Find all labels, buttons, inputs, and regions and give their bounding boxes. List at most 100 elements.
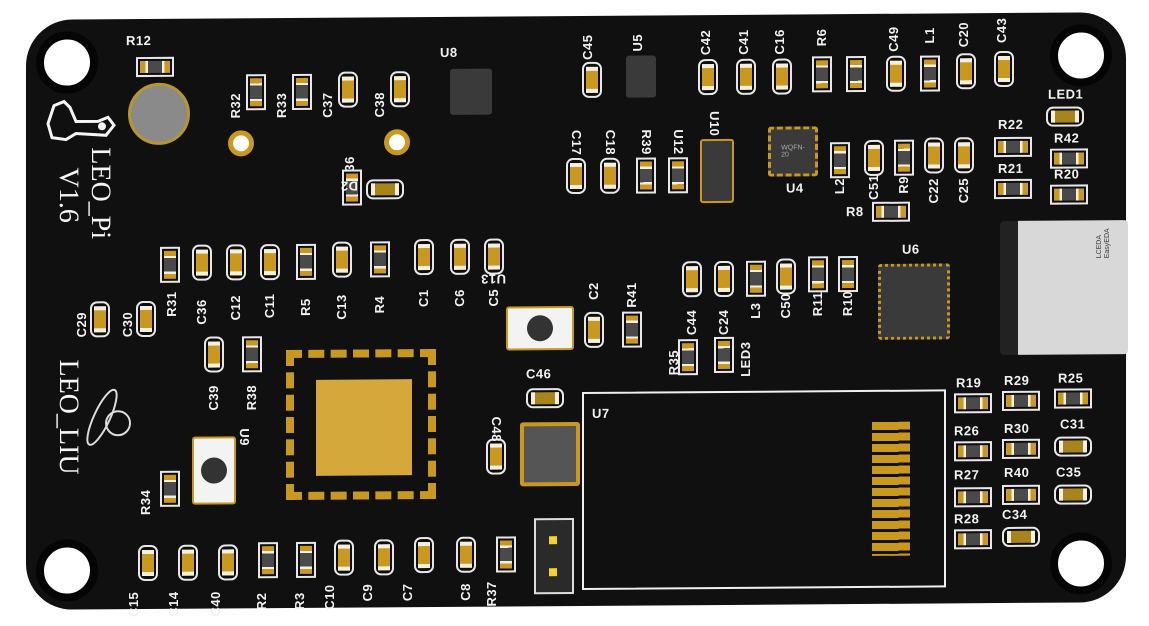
pin-header[interactable] bbox=[534, 518, 574, 595]
resistor-r12[interactable] bbox=[136, 56, 174, 78]
capacitor-c31[interactable] bbox=[1054, 436, 1092, 457]
capacitor-c34[interactable] bbox=[1002, 526, 1040, 548]
resistor-r21[interactable] bbox=[994, 178, 1032, 200]
capacitor-c36[interactable] bbox=[192, 244, 212, 281]
chip-u10[interactable] bbox=[700, 138, 734, 204]
ref-u7: U7 bbox=[592, 405, 610, 421]
resistor-r3[interactable] bbox=[296, 541, 316, 578]
led-d2[interactable] bbox=[366, 179, 404, 200]
resistor-r41[interactable] bbox=[622, 311, 642, 348]
resistor-r25[interactable] bbox=[1054, 388, 1092, 409]
inductor-l1[interactable] bbox=[920, 55, 940, 92]
capacitor-c17[interactable] bbox=[566, 157, 586, 195]
inductor-l3[interactable] bbox=[746, 260, 766, 297]
resistor-r28[interactable] bbox=[954, 529, 992, 550]
ref-c5: C5 bbox=[486, 288, 501, 307]
ref-c38: C38 bbox=[372, 91, 387, 118]
capacitor-c5[interactable] bbox=[484, 238, 504, 275]
resistor-r32[interactable] bbox=[246, 74, 266, 111]
mcu-chip[interactable] bbox=[286, 348, 436, 501]
capacitor-c44[interactable] bbox=[682, 261, 702, 298]
capacitor-c46[interactable] bbox=[526, 388, 564, 409]
capacitor-c14[interactable] bbox=[178, 544, 198, 581]
ref-c1: C1 bbox=[416, 289, 431, 308]
capacitor-c51[interactable] bbox=[864, 139, 884, 176]
capacitor-c18[interactable] bbox=[600, 157, 620, 194]
resistor-r2[interactable] bbox=[258, 542, 278, 579]
button-u9[interactable] bbox=[192, 436, 236, 505]
capacitor-c40[interactable] bbox=[218, 544, 238, 581]
capacitor-c8[interactable] bbox=[456, 536, 476, 573]
capacitor-c22[interactable] bbox=[924, 137, 944, 174]
resistor-r8[interactable] bbox=[872, 201, 910, 222]
resistor-r20[interactable] bbox=[1050, 184, 1088, 205]
resistor-r38[interactable] bbox=[242, 336, 262, 373]
resistor-r26[interactable] bbox=[954, 441, 992, 462]
capacitor-c6[interactable] bbox=[450, 238, 470, 275]
resistor-r27[interactable] bbox=[954, 487, 992, 508]
capacitor-c9[interactable] bbox=[374, 539, 394, 576]
capacitor-c13[interactable] bbox=[332, 241, 352, 278]
resistor-r10[interactable] bbox=[838, 256, 858, 293]
capacitor-c45[interactable] bbox=[582, 61, 602, 98]
capacitor-c25[interactable] bbox=[954, 137, 974, 174]
resistor-r29[interactable] bbox=[1002, 390, 1040, 412]
capacitor-c2[interactable] bbox=[584, 311, 604, 348]
capacitor-c50[interactable] bbox=[776, 258, 796, 295]
capacitor-c41[interactable] bbox=[736, 58, 756, 95]
led-led1[interactable] bbox=[1046, 106, 1084, 127]
capacitor-c24[interactable] bbox=[714, 260, 734, 298]
crystal[interactable] bbox=[520, 421, 580, 487]
inductor-l2[interactable] bbox=[830, 142, 850, 179]
capacitor-c16[interactable] bbox=[772, 58, 792, 95]
capacitor-c30[interactable] bbox=[136, 300, 156, 338]
button-u13[interactable] bbox=[506, 306, 574, 351]
resistor-r11[interactable] bbox=[808, 256, 828, 293]
resistor-r35[interactable] bbox=[678, 339, 698, 376]
resistor-r5[interactable] bbox=[296, 243, 316, 280]
resistor-r39[interactable] bbox=[636, 157, 656, 194]
resistor-unlabeled[interactable] bbox=[846, 55, 866, 93]
ref-r5: R5 bbox=[298, 298, 313, 316]
capacitor-c12[interactable] bbox=[226, 244, 246, 281]
chip-u12[interactable] bbox=[668, 157, 688, 194]
led-led3[interactable] bbox=[714, 336, 734, 374]
capacitor-c1[interactable] bbox=[414, 238, 434, 276]
resistor-r37[interactable] bbox=[496, 536, 516, 573]
capacitor-c11[interactable] bbox=[260, 244, 280, 281]
chip-u6[interactable] bbox=[878, 263, 950, 340]
resistor-r19[interactable] bbox=[954, 393, 992, 414]
resistor-r40[interactable] bbox=[1002, 484, 1040, 506]
chip-u8[interactable] bbox=[450, 68, 492, 115]
capacitor-c29[interactable] bbox=[90, 301, 110, 338]
chip-u5[interactable] bbox=[626, 55, 656, 98]
chip-u4[interactable]: WQFN-20 bbox=[768, 126, 818, 177]
capacitor-c38[interactable] bbox=[390, 71, 410, 108]
resistor-r6[interactable] bbox=[812, 56, 832, 93]
resistor-r34[interactable] bbox=[160, 470, 180, 507]
capacitor-c43[interactable] bbox=[994, 50, 1014, 88]
ref-c40: C40 bbox=[208, 591, 223, 617]
ref-c24: C24 bbox=[716, 309, 731, 336]
resistor-r31[interactable] bbox=[160, 246, 180, 283]
capacitor-c7[interactable] bbox=[414, 536, 434, 574]
capacitor-c35[interactable] bbox=[1054, 484, 1092, 505]
resistor-r22[interactable] bbox=[994, 136, 1032, 158]
capacitor-c49[interactable] bbox=[886, 55, 906, 92]
capacitor-c48[interactable] bbox=[486, 438, 506, 475]
penguin-logo-icon bbox=[46, 99, 116, 142]
ref-r25: R25 bbox=[1058, 370, 1084, 386]
chip-u4-marking: WQFN-20 bbox=[781, 144, 805, 159]
capacitor-c37[interactable] bbox=[338, 71, 358, 108]
capacitor-c39[interactable] bbox=[204, 336, 224, 373]
capacitor-c20[interactable] bbox=[956, 53, 976, 90]
capacitor-c15[interactable] bbox=[138, 544, 158, 582]
resistor-r33[interactable] bbox=[292, 73, 312, 110]
resistor-r4[interactable] bbox=[370, 241, 390, 278]
capacitor-c10[interactable] bbox=[334, 539, 354, 576]
resistor-r30[interactable] bbox=[1002, 438, 1040, 460]
resistor-r9[interactable] bbox=[894, 139, 914, 176]
through-hole bbox=[384, 129, 410, 156]
capacitor-c42[interactable] bbox=[698, 59, 718, 96]
